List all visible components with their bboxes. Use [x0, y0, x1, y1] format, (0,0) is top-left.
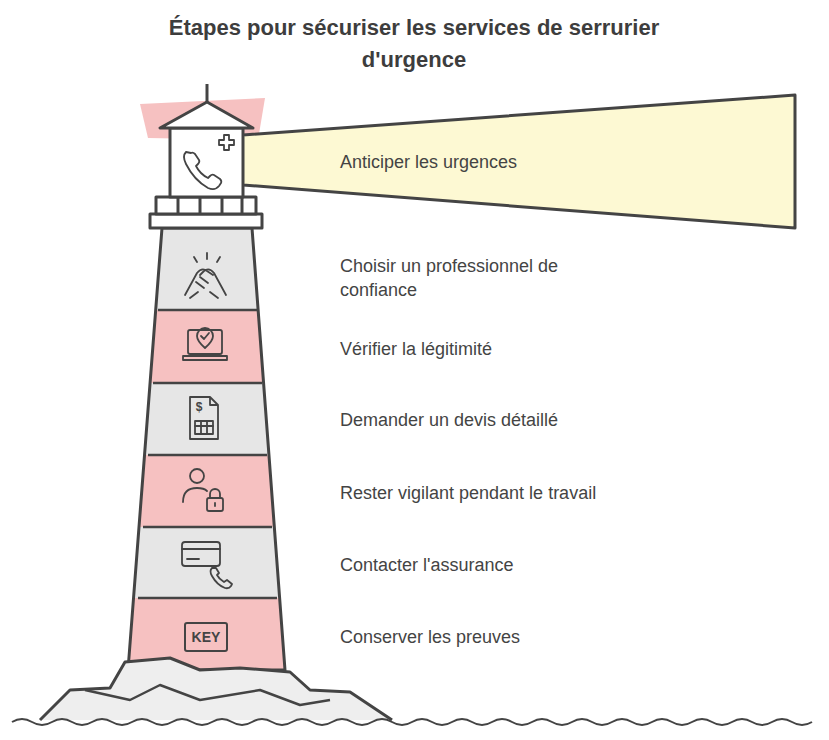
key-text: KEY [192, 624, 221, 650]
step-label: Demander un devis détaillé [340, 408, 558, 432]
lock-shackle [210, 489, 220, 506]
step-label: Choisir un professionnel de confiance [340, 254, 640, 302]
tower-outline [128, 228, 285, 670]
rail-post [199, 197, 202, 214]
sea-line [12, 719, 812, 725]
step-label: Contacter l'assurance [340, 553, 514, 577]
phone-icon [184, 152, 221, 189]
dollar-sign: $ [196, 395, 203, 419]
card-stripe [182, 549, 220, 559]
small-phone-icon [211, 568, 233, 588]
step-label: Rester vigilant pendant le travail [340, 481, 596, 505]
handshake-icon [185, 269, 226, 298]
gallery-rail [156, 197, 256, 214]
light-beam: Anticiper les urgences [243, 92, 799, 232]
diagram-title: Étapes pour sécuriser les services de se… [154, 12, 674, 76]
rail-post [177, 197, 180, 214]
step-label: Vérifier la légitimité [340, 337, 492, 361]
gallery-floor [150, 214, 262, 228]
beam-shape [243, 92, 799, 232]
rail-post [241, 197, 244, 214]
laptop-screen [188, 330, 222, 354]
step-label: Conserver les preuves [340, 625, 520, 649]
band-line [148, 454, 267, 457]
cross-icon [219, 135, 234, 150]
band-line [143, 526, 272, 529]
band-line [158, 309, 257, 312]
band-line [138, 597, 277, 600]
card-icon [182, 542, 220, 566]
document-table [195, 421, 213, 434]
person-head [190, 469, 204, 483]
document-grid [195, 421, 213, 434]
beam-label: Anticiper les urgences [340, 150, 517, 174]
check-pin-icon [197, 328, 213, 348]
rock-crack [85, 685, 330, 705]
lantern-room [170, 128, 243, 197]
tower-band [120, 310, 300, 383]
tower-band [120, 228, 300, 310]
rocks [40, 658, 392, 720]
antenna [206, 84, 209, 102]
tower-band [120, 527, 300, 598]
lantern-roof [160, 102, 253, 128]
beam-outline [243, 95, 795, 228]
laptop-base [183, 356, 227, 360]
person-body [183, 488, 207, 502]
document-icon [190, 397, 218, 439]
rail-post [221, 197, 224, 214]
key-box: KEY [184, 622, 228, 652]
handshake-spark [194, 253, 220, 262]
band-line [153, 382, 262, 385]
